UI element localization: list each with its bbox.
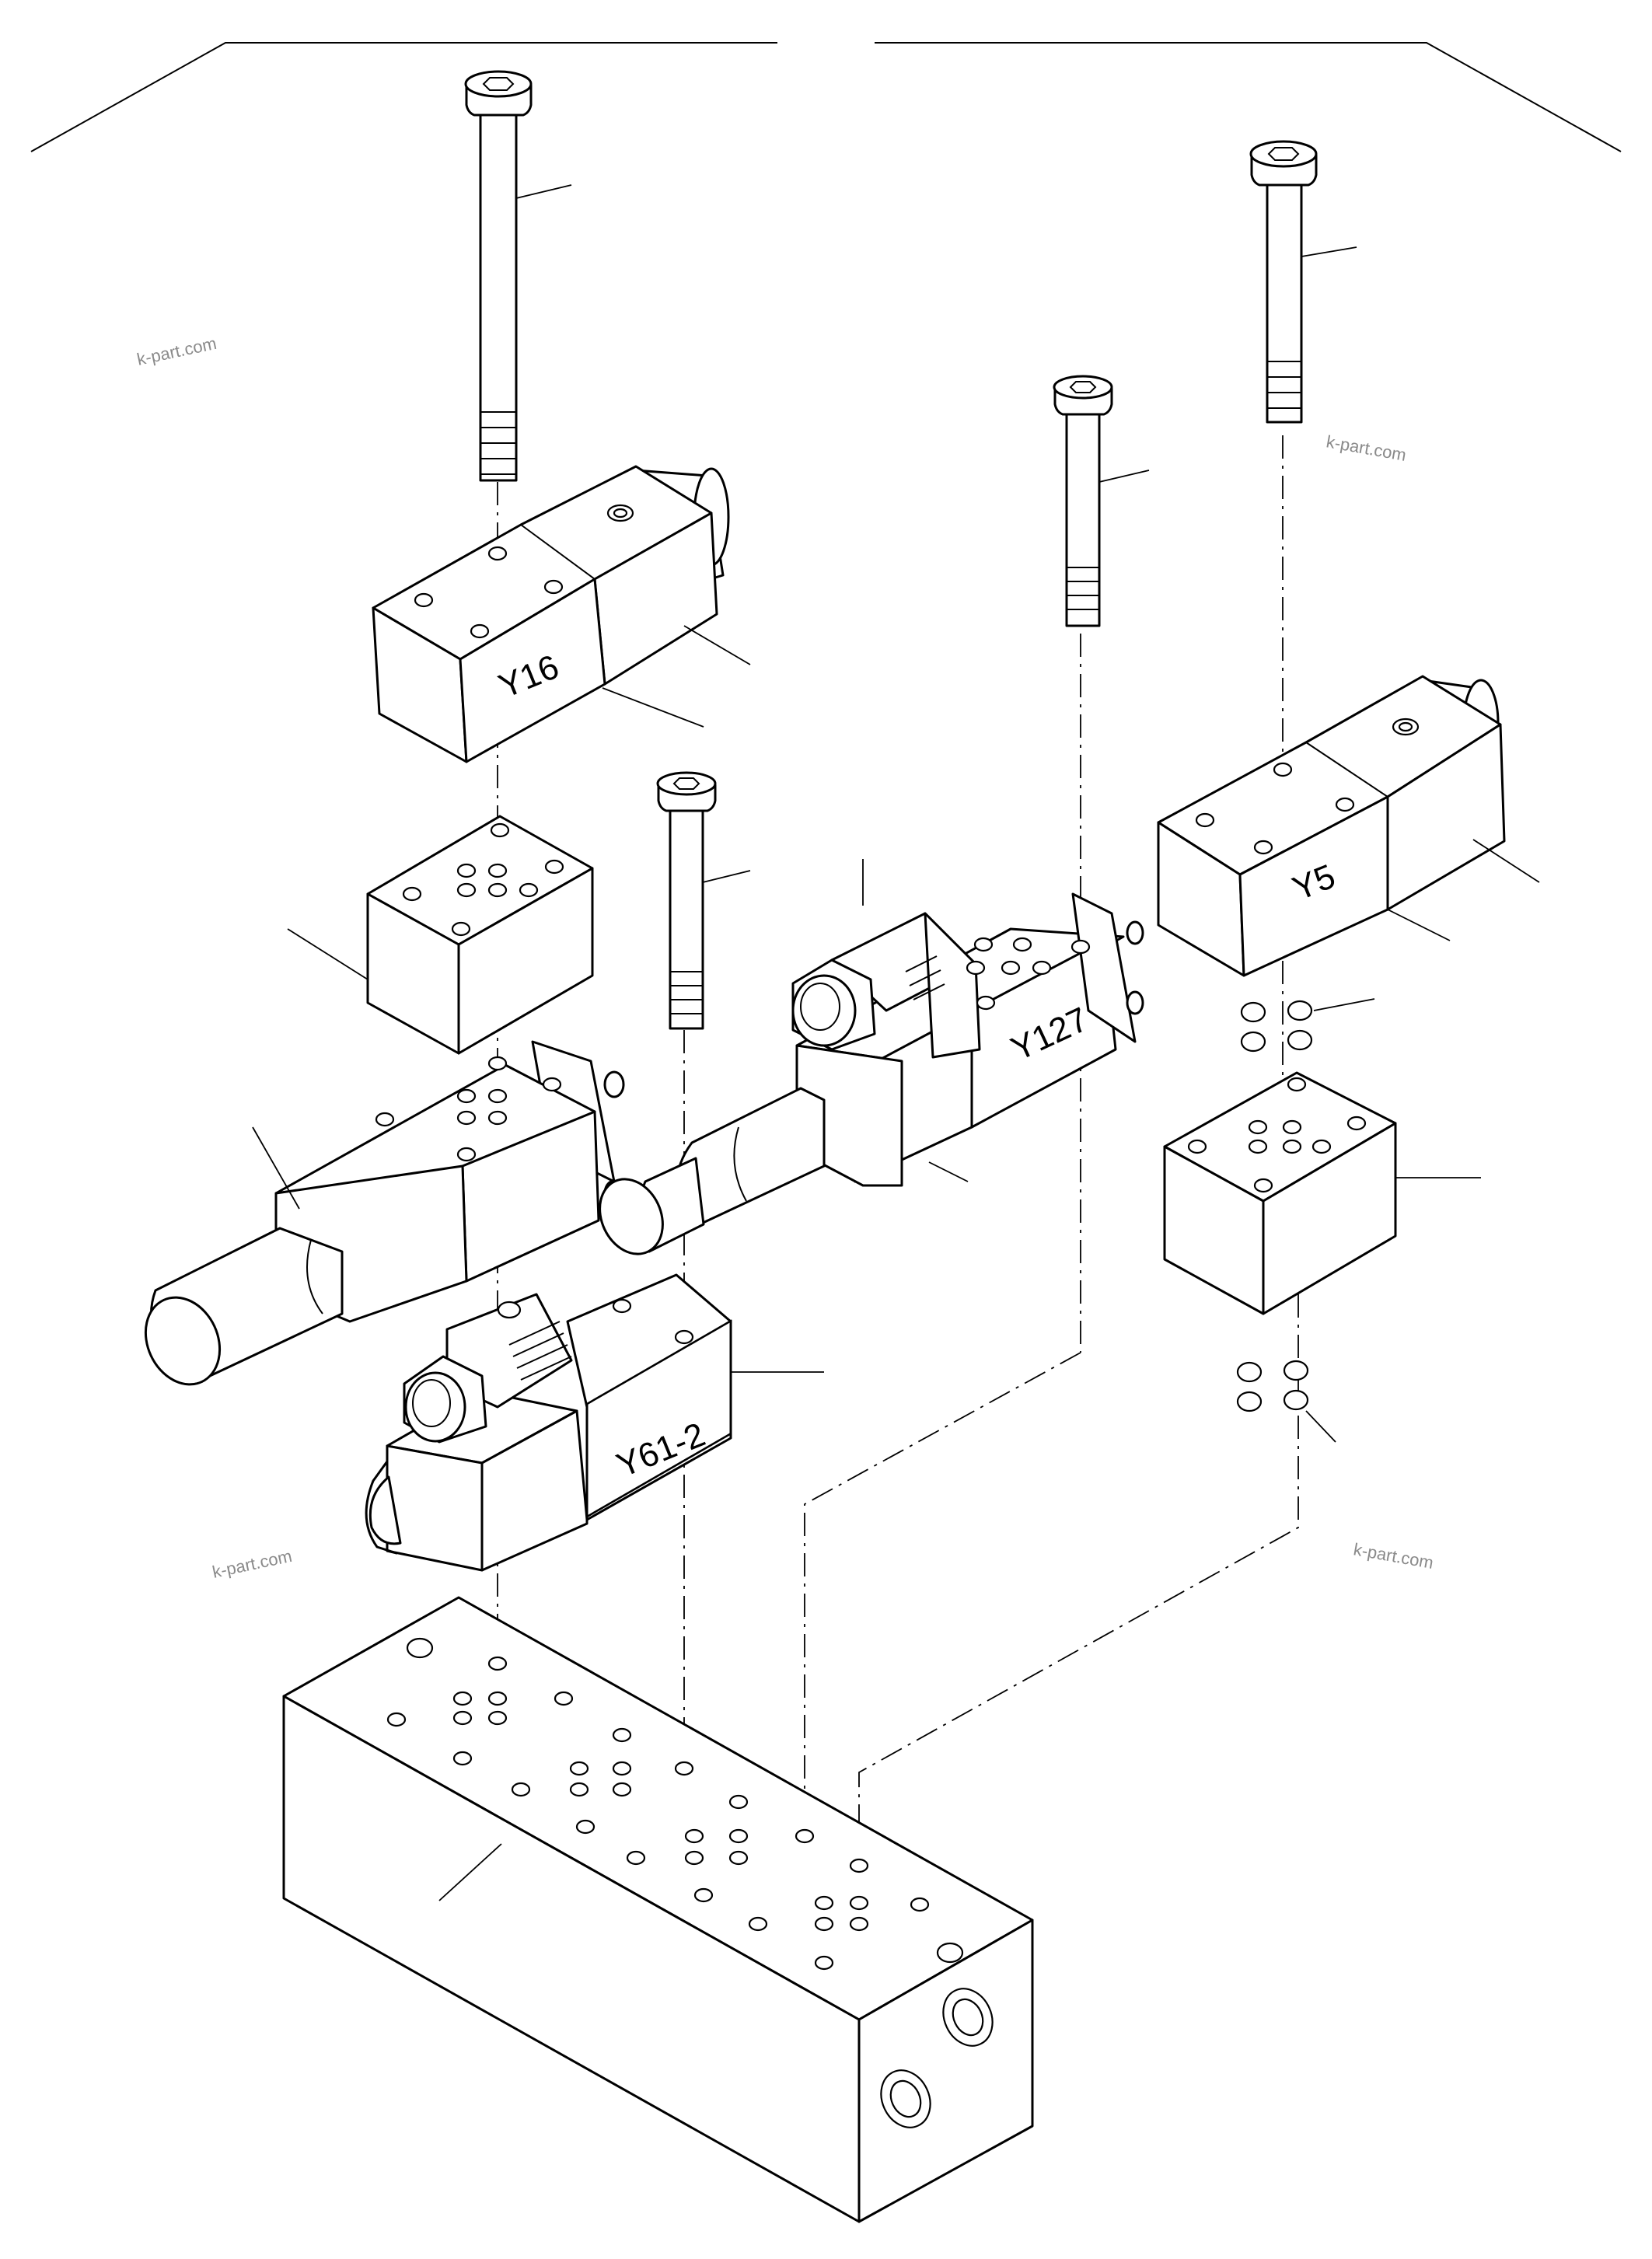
solenoid-y16: Y16 [372,465,730,763]
o-rings-lower [1236,1360,1309,1412]
watermark-4: k-part.com [1352,1539,1435,1573]
page-frame [30,42,1622,152]
watermark-1: k-part.com [135,333,218,369]
bolt-2 [656,771,717,1030]
spacer-block-right [1163,1071,1397,1315]
bolt-1 [464,70,533,482]
leader-lines [252,184,1540,1901]
base-manifold [282,1596,1034,2223]
solenoid-y5: Y5 [1157,675,1506,977]
o-rings-upper [1240,1000,1313,1053]
solenoid-y61-2: Y61-2 [365,1273,732,1572]
watermark-2: k-part.com [1325,431,1408,465]
bolt-4 [1249,140,1318,424]
watermark-3: k-part.com [211,1546,294,1582]
bolt-3 [1053,375,1113,627]
solenoid-y127: Y127 [599,892,1144,1255]
valve-left [144,1040,625,1386]
spacer-block-left [366,815,594,1055]
